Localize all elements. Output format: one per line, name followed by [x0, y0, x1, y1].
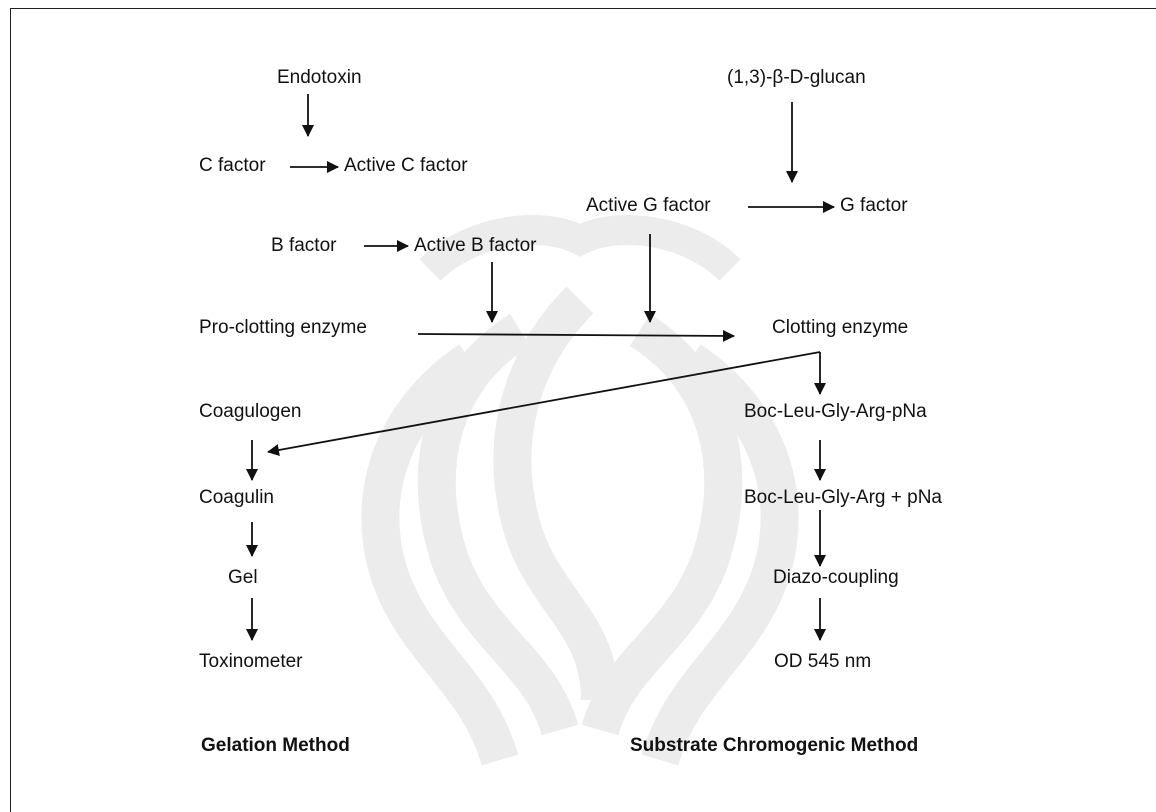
node-active-c-factor: Active C factor	[344, 155, 468, 176]
node-diazo-coupling: Diazo-coupling	[773, 567, 899, 588]
node-coagulin: Coagulin	[199, 487, 274, 508]
node-active-g-factor: Active G factor	[586, 195, 711, 216]
node-coagulogen: Coagulogen	[199, 401, 302, 422]
node-gel: Gel	[228, 567, 258, 588]
node-g-factor: G factor	[840, 195, 908, 216]
label-gelation-method: Gelation Method	[201, 735, 350, 756]
diagram-frame	[10, 8, 1156, 812]
node-glucan: (1,3)-β-D-glucan	[727, 67, 866, 88]
node-od-545: OD 545 nm	[774, 651, 872, 672]
node-endotoxin: Endotoxin	[277, 67, 362, 88]
arrow-clotting-to-coagulin	[267, 351, 821, 456]
node-c-factor: C factor	[199, 155, 266, 176]
node-clotting-enzyme: Clotting enzyme	[772, 317, 909, 338]
node-b-factor: B factor	[271, 235, 337, 256]
node-boc-plus-pna: Boc-Leu-Gly-Arg + pNa	[744, 487, 942, 508]
node-boc-pna: Boc-Leu-Gly-Arg-pNa	[744, 401, 927, 422]
node-toxinometer: Toxinometer	[199, 651, 303, 672]
node-active-b-factor: Active B factor	[414, 235, 537, 256]
node-pro-clotting-enzyme: Pro-clotting enzyme	[199, 317, 367, 338]
arrow-proclotting-to-clotting	[417, 329, 735, 342]
label-chromogenic-method: Substrate Chromogenic Method	[630, 735, 919, 756]
